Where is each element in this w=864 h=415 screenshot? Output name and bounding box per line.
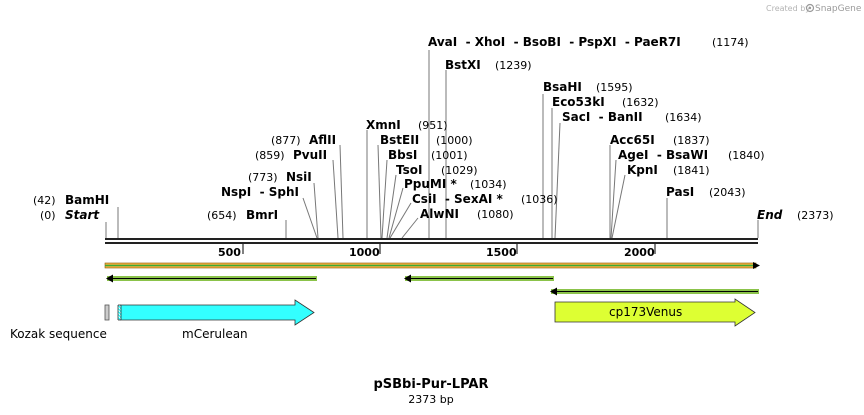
site-avai-group: AvaI - XhoI - BsoBI - PspXI - PaeR7I bbox=[428, 35, 681, 49]
site-bmri: BmrI bbox=[246, 208, 278, 222]
reverse-orf-arrows bbox=[106, 274, 759, 296]
site-ppumi: PpuMI * bbox=[404, 177, 458, 191]
site-csii-pos: (1036) bbox=[521, 193, 558, 206]
site-bamhi-pos: (42) bbox=[33, 194, 56, 207]
site-bsahi: BsaHI bbox=[543, 80, 582, 94]
site-labels: AvaI - XhoI - BsoBI - PspXI - PaeR7I (11… bbox=[33, 35, 834, 222]
site-bmri-pos: (654) bbox=[207, 209, 237, 222]
site-nspi-group: NspI - SphI bbox=[221, 185, 299, 199]
created-by-text: Created by bbox=[766, 4, 810, 13]
site-bstxi: BstXI bbox=[445, 58, 481, 72]
scale-tick-label: 1500 bbox=[486, 246, 517, 259]
site-end-pos: (2373) bbox=[797, 209, 834, 222]
site-bsteii-pos: (1000) bbox=[436, 134, 473, 147]
site-saci-group: SacI - BanII bbox=[562, 110, 643, 124]
site-agei-group: AgeI - BsaWI bbox=[618, 148, 708, 162]
site-csii-group: CsiI - SexAI * bbox=[412, 192, 503, 206]
site-eco53ki-pos: (1632) bbox=[622, 96, 659, 109]
feature-mcerulean bbox=[117, 299, 315, 326]
feature-cp173venus bbox=[554, 298, 756, 327]
feature-cp173venus-label: cp173Venus bbox=[609, 305, 682, 319]
site-bbsi-pos: (1001) bbox=[431, 149, 468, 162]
site-bbsi: BbsI bbox=[388, 148, 417, 162]
snapgene-logo-icon bbox=[805, 3, 815, 13]
backbone bbox=[105, 238, 758, 244]
site-end: End bbox=[757, 208, 783, 222]
site-aflii: AflII bbox=[309, 133, 336, 147]
site-ppumi-pos: (1034) bbox=[470, 178, 507, 191]
snapgene-brand-text: SnapGene bbox=[815, 4, 862, 14]
scale-tick-label: 2000 bbox=[624, 246, 655, 259]
site-xmni: XmnI bbox=[366, 118, 401, 132]
site-acc65i: Acc65I bbox=[610, 133, 655, 147]
feature-mcerulean-label: mCerulean bbox=[182, 327, 248, 341]
site-bsteii: BstEII bbox=[380, 133, 419, 147]
site-nsii: NsiI bbox=[286, 170, 312, 184]
site-agei-pos: (1840) bbox=[728, 149, 765, 162]
feature-kozak bbox=[104, 304, 110, 321]
site-pvuii: PvuII bbox=[293, 148, 327, 162]
site-alwni-pos: (1080) bbox=[477, 208, 514, 221]
site-start: Start bbox=[65, 208, 100, 222]
site-tsoi-pos: (1029) bbox=[441, 164, 478, 177]
scale: 500 1000 1500 2000 bbox=[218, 244, 656, 259]
site-bamhi: BamHI bbox=[65, 193, 109, 207]
site-alwni: AlwNI bbox=[420, 207, 459, 221]
site-pasi: PasI bbox=[666, 185, 694, 199]
feature-kozak-label: Kozak sequence bbox=[10, 327, 107, 341]
scale-tick-label: 500 bbox=[218, 246, 241, 259]
map-length: 2373 bp bbox=[408, 393, 453, 406]
site-tsoi: TsoI bbox=[396, 163, 422, 177]
site-saci-pos: (1634) bbox=[665, 111, 702, 124]
site-bsahi-pos: (1595) bbox=[596, 81, 633, 94]
site-eco53ki: Eco53kI bbox=[552, 95, 605, 109]
site-pasi-pos: (2043) bbox=[709, 186, 746, 199]
site-start-pos: (0) bbox=[40, 209, 56, 222]
site-bstxi-pos: (1239) bbox=[495, 59, 532, 72]
site-lines bbox=[105, 50, 759, 239]
site-aflii-pos: (877) bbox=[271, 134, 301, 147]
site-pvuii-pos: (859) bbox=[255, 149, 285, 162]
map-title: pSBbi-Pur-LPAR bbox=[373, 377, 488, 392]
site-nsii-pos: (773) bbox=[248, 171, 278, 184]
scale-tick-label: 1000 bbox=[349, 246, 380, 259]
site-xmni-pos: (951) bbox=[418, 119, 448, 132]
site-acc65i-pos: (1837) bbox=[673, 134, 710, 147]
orf-bar bbox=[104, 262, 760, 269]
site-avai-pos: (1174) bbox=[712, 36, 749, 49]
site-kpni-pos: (1841) bbox=[673, 164, 710, 177]
site-kpni: KpnI bbox=[627, 163, 658, 177]
